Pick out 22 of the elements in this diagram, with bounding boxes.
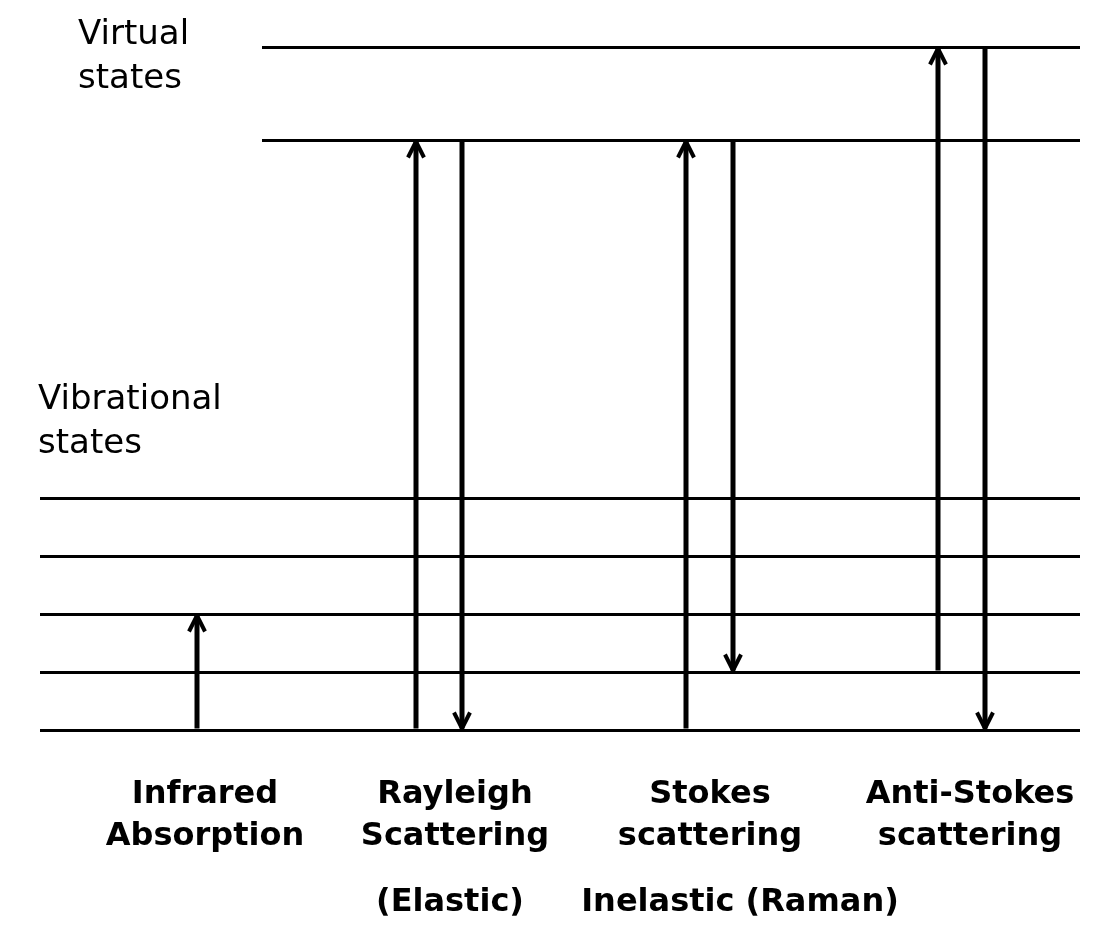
transition-arrow	[928, 46, 948, 671]
transition-arrow	[187, 613, 207, 729]
process-label: (Elastic)	[375, 880, 525, 921]
energy-level-line	[40, 612, 1080, 616]
transition-arrow	[975, 48, 995, 731]
process-label: Infrared Absorption	[104, 772, 306, 855]
process-label: Anti-Stokes scattering	[864, 772, 1076, 855]
energy-level-line	[40, 670, 1080, 674]
process-label: Inelastic (Raman)	[580, 880, 900, 921]
energy-level-line	[262, 45, 1080, 49]
transition-arrow	[452, 141, 472, 731]
energy-level-line	[40, 554, 1080, 558]
energy-level-line	[40, 496, 1080, 500]
transition-arrow	[723, 141, 743, 673]
process-label: Rayleigh Scattering	[359, 772, 551, 855]
energy-level-line	[262, 138, 1080, 142]
level-group-label: Virtual states	[78, 11, 191, 99]
transition-arrow	[676, 139, 696, 729]
level-group-label: Vibrational states	[38, 376, 223, 464]
transition-arrow	[406, 139, 426, 729]
energy-level-line	[40, 728, 1080, 732]
process-label: Stokes scattering	[616, 772, 804, 855]
